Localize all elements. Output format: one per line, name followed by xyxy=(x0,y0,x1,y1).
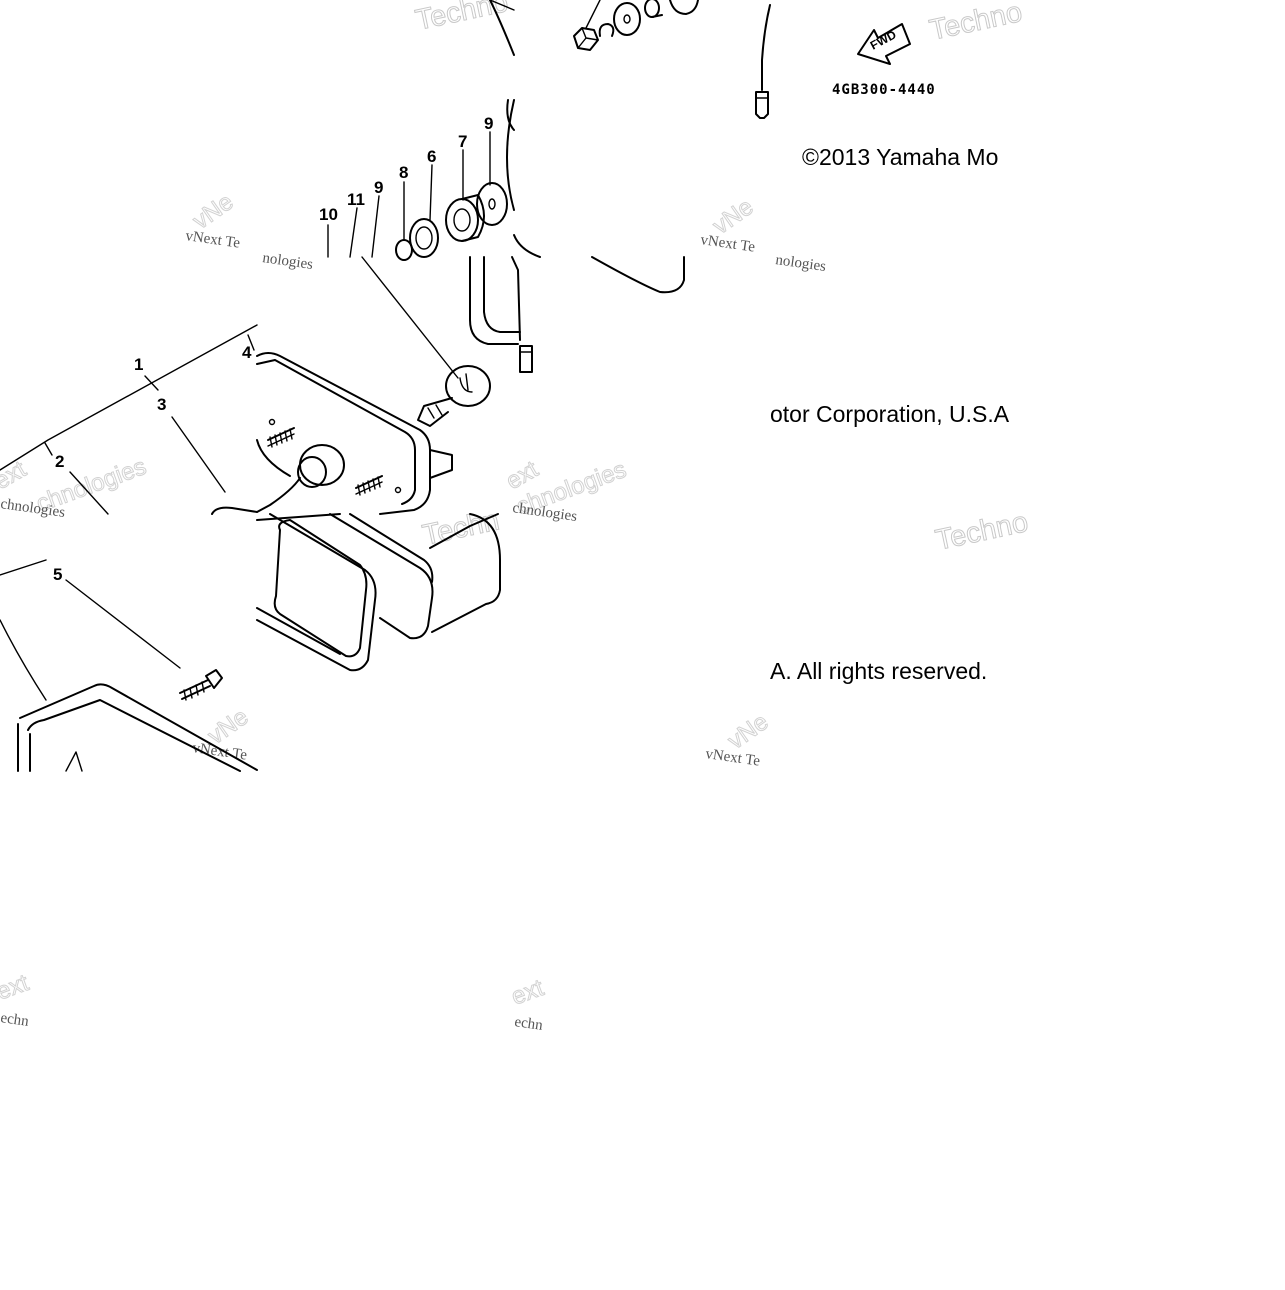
bulb-part xyxy=(417,365,491,427)
callout-6: 6 xyxy=(427,147,436,166)
lens-cover xyxy=(17,506,258,772)
callout-10: 10 xyxy=(319,205,338,224)
nut-part xyxy=(573,27,599,51)
watermark-chnologies-small-2: chnologies xyxy=(511,500,578,525)
watermark-nologies-1: nologies xyxy=(261,250,314,273)
flat-washer-part xyxy=(613,2,641,36)
fwd-arrow-icon: FWD xyxy=(857,23,911,65)
spring-washer-part xyxy=(598,23,615,37)
watermark-vnext-te-4: vNext Te xyxy=(704,746,761,770)
grommet-stack-lower xyxy=(395,182,508,261)
callout-9-lower: 9 xyxy=(374,178,383,197)
grommet-part xyxy=(669,0,699,15)
callout-9-upper: 9 xyxy=(484,114,493,133)
wire-connector xyxy=(755,91,769,119)
watermark-vne-lower-right: vNe xyxy=(723,708,773,755)
callout-7: 7 xyxy=(458,132,467,151)
watermark-echn-1: echn xyxy=(0,1010,30,1030)
callout-11: 11 xyxy=(347,190,365,209)
watermark-techno-mid-right: Techno xyxy=(933,506,1031,557)
watermark-vne-left: vNe xyxy=(188,188,238,235)
watermark-ext-bottom-mid: ext xyxy=(508,974,548,1010)
gaskets xyxy=(256,513,501,672)
callout-8: 8 xyxy=(399,163,408,182)
watermark-vne-right: vNe xyxy=(708,193,758,240)
screw-part xyxy=(179,669,223,701)
copyright-line-3: A. All rights reserved. xyxy=(770,658,987,684)
lower-wire-connector xyxy=(519,345,533,373)
watermark-ext-left: ext xyxy=(0,456,31,496)
watermark-vnext-te-2: vNext Te xyxy=(699,232,756,256)
watermark-ext-bottom-left: ext xyxy=(0,969,32,1005)
watermark-techno-top-right: Techno xyxy=(927,0,1025,47)
watermark-echn-2: echn xyxy=(513,1014,544,1034)
copyright-line-1: ©2013 Yamaha Mo xyxy=(802,144,998,170)
copyright-line-2: otor Corporation, U.S.A xyxy=(770,401,1010,427)
callout-5: 5 xyxy=(53,565,62,584)
watermark-techn-mid: Techn xyxy=(420,504,502,551)
callout-3: 3 xyxy=(157,395,166,414)
bulb-socket xyxy=(256,444,345,513)
housing-lower-edge xyxy=(591,256,685,294)
diagram-tile-top-right: FWD 4GB300-4440 xyxy=(755,4,936,119)
diagram-tile-top-left xyxy=(489,0,515,56)
callouts: 9 7 6 8 9 11 10 4 1 3 2 5 xyxy=(53,114,493,584)
part-number-code: 4GB300-4440 xyxy=(832,82,936,98)
stud-bolt-lower xyxy=(355,475,383,496)
callout-4: 4 xyxy=(242,343,252,362)
diagram-tile-hardware-stack xyxy=(395,0,699,294)
watermark-techno-top-left: Techno xyxy=(413,0,511,37)
callout-1: 1 xyxy=(134,355,143,374)
watermark-vnext-te-1: vNext Te xyxy=(184,228,241,252)
wire-lead xyxy=(761,4,771,91)
callout-2: 2 xyxy=(55,452,64,471)
leader-lines xyxy=(0,131,491,701)
stud-bolt-upper xyxy=(267,427,295,448)
watermark-nologies-2: nologies xyxy=(774,252,827,275)
lamp-housing xyxy=(256,352,453,515)
collar-part xyxy=(644,0,663,18)
wire-loop xyxy=(469,256,533,373)
